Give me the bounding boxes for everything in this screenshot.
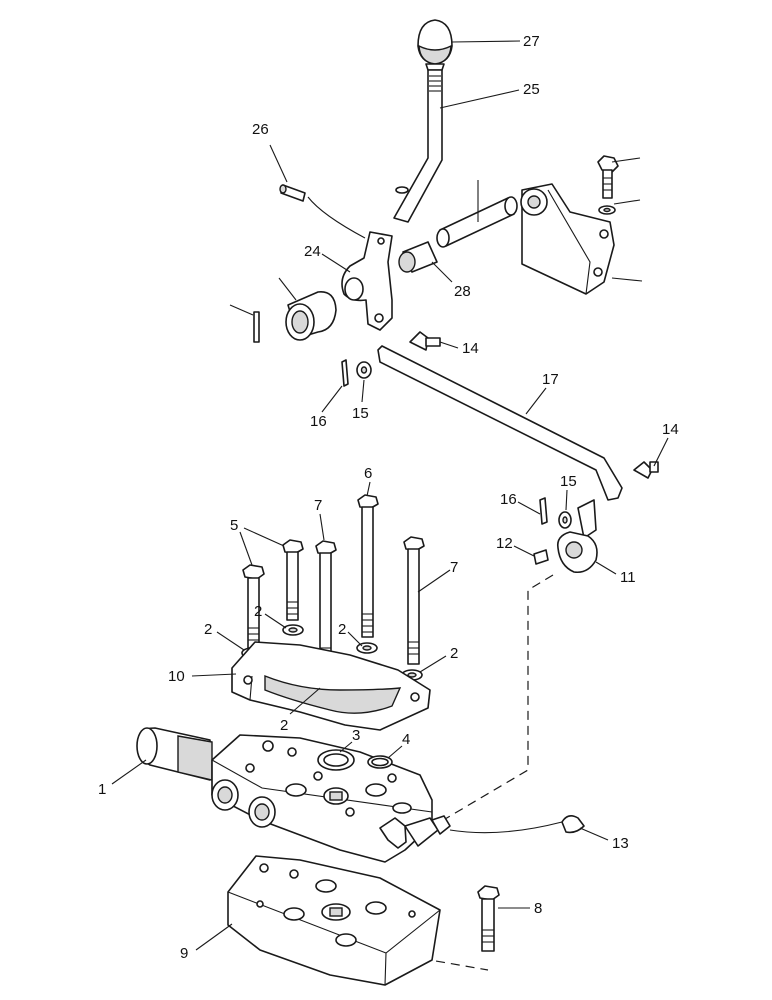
callout-7-right: 7 <box>450 559 458 576</box>
part-24-shaft <box>436 196 518 248</box>
callout-18: 24 <box>304 243 321 260</box>
part-13-key <box>449 814 585 834</box>
part-21-knob <box>417 19 453 71</box>
callout-7-middle: 7 <box>314 497 322 514</box>
callout-1: 1 <box>98 781 106 798</box>
part-20-pin <box>279 184 366 239</box>
part-23-bracket <box>520 183 615 295</box>
part-28-washer <box>598 205 616 215</box>
callout-2-lower: 2 <box>280 717 288 734</box>
callout-12: 12 <box>496 535 513 552</box>
callout-15-lower: 15 <box>560 473 577 490</box>
part-4-o-ring <box>367 755 393 769</box>
callout-4: 4 <box>402 731 410 748</box>
part-1-valve-body <box>136 727 451 863</box>
callout-22: 28 <box>454 283 471 300</box>
part-16-pin-lower <box>539 497 548 525</box>
part-26-bushing <box>285 291 337 341</box>
callout-11: 11 <box>620 569 636 586</box>
part-10-cover-plate <box>231 641 431 731</box>
callout-2-left: 2 <box>204 621 212 638</box>
part-18-lever-bracket <box>341 231 393 331</box>
part-25-pin <box>253 311 260 343</box>
callout-8: 8 <box>534 900 542 917</box>
part-6-bolt <box>357 494 379 638</box>
callout-6: 6 <box>364 465 372 482</box>
part-16-pin-upper <box>341 359 349 387</box>
part-27-bolt <box>597 155 619 199</box>
callout-15-upper: 15 <box>352 405 369 422</box>
part-15-washer-upper <box>356 361 372 379</box>
part-17-linkage-rod <box>377 345 623 501</box>
part-7-bolt-right <box>403 536 425 665</box>
part-14-bolt-right <box>633 461 659 479</box>
callout-9: 9 <box>180 945 188 962</box>
part-15-washer-lower <box>558 511 572 529</box>
callout-10: 10 <box>168 668 185 685</box>
callout-5: 5 <box>230 517 238 534</box>
callout-16-lower: 16 <box>500 491 517 508</box>
part-12-set-screw <box>533 549 549 565</box>
callout-14-upper: 14 <box>462 340 479 357</box>
callout-labels: 27 25 26 28 24 14 15 16 17 14 15 16 12 1… <box>98 33 679 962</box>
callout-21: 27 <box>523 33 540 50</box>
part-22-bushing <box>398 241 438 273</box>
callout-16-upper: 16 <box>310 413 327 430</box>
callout-2-upper: 2 <box>254 603 262 620</box>
callout-13: 13 <box>612 835 629 852</box>
callout-2-middle: 2 <box>338 621 346 638</box>
part-3-o-ring <box>317 749 355 771</box>
part-11-clevis <box>556 499 598 574</box>
callout-19: 25 <box>523 81 540 98</box>
callout-2-right: 2 <box>450 645 458 662</box>
callout-14-right: 14 <box>662 421 679 438</box>
callout-3: 3 <box>352 727 360 744</box>
part-9-end-plate <box>227 855 441 986</box>
leader-lines <box>111 40 669 951</box>
part-8-bolt <box>477 885 500 952</box>
callout-20: 26 <box>252 121 269 138</box>
part-5-bolt-right <box>282 539 304 621</box>
callout-17: 17 <box>542 371 559 388</box>
part-19-lever-rod <box>393 69 443 223</box>
part-14-bolt-upper <box>409 331 441 351</box>
